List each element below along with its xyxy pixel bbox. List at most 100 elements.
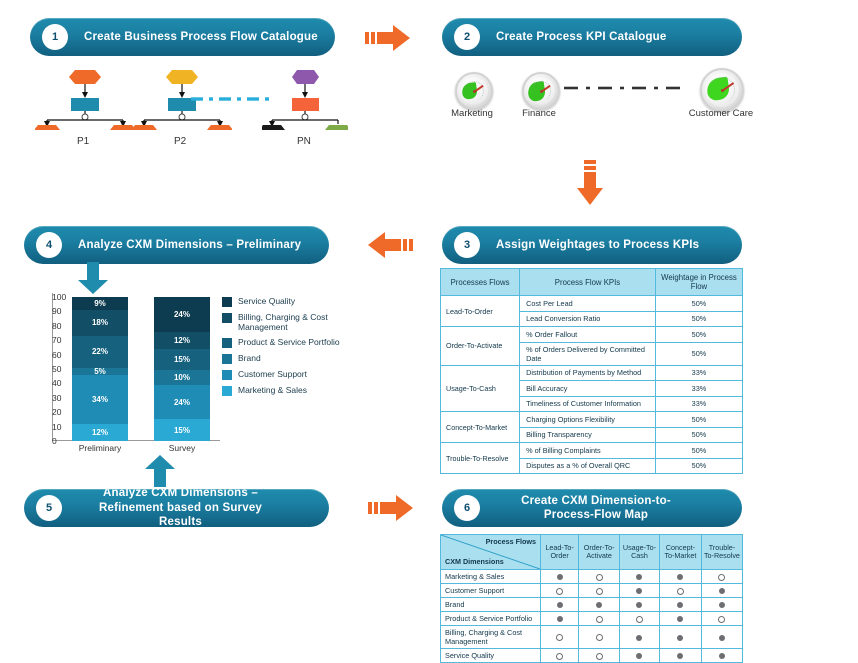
matrix-header-row: Process Flows CXM Dimensions Lead-To-Ord… [440,534,744,570]
kpi-name: Timeliness of Customer Information [519,395,656,412]
arrow-chart-to-step5-icon [145,455,175,487]
matrix-col-lead-to-order: Lead-To-Order [539,534,580,570]
legend-swatch-marketing-sales [222,386,232,397]
matrix-cell [578,625,621,649]
kpi-weight: 50% [654,341,744,366]
step-3-header[interactable]: 3 Assign Weightages to Process KPIs [442,226,742,264]
table-row: Lead-To-Order Cost Per Lead 50% [439,295,744,327]
kpi-name: % Order Fallout [519,326,656,343]
matrix-col-order-to-activate: Order-To-Activate [578,534,621,570]
kpi-name: % of Billing Complaints [519,442,656,459]
bar-segment-customer-support: 24% [154,384,210,420]
y-tick-label: 90 [52,306,62,317]
filled-dot-icon [718,602,725,609]
process-flow-p1-icon [35,70,135,130]
table-row: Service Quality [440,648,744,663]
legend-swatch-service-quality [222,297,232,307]
matrix-cell [658,625,702,649]
y-tick-label: 70 [52,335,62,346]
step-5-header[interactable]: 5 Analyze CXM Dimensions – Refinement ba… [24,487,329,528]
open-dot-icon [556,634,564,642]
matrix-cell [539,569,580,584]
kpi-name: Cost Per Lead [519,295,656,312]
legend-label: Marketing & Sales [238,385,307,396]
arrow-step5-to-step6-icon [368,495,413,521]
legend-label: Service Quality [238,296,296,306]
filled-dot-icon [677,602,684,609]
process-flow-pn-icon [262,70,348,130]
matrix-row-axis-label: CXM Dimensions [445,556,504,566]
gauge-icon-customer-care [700,68,744,112]
kpi-weight: 33% [654,380,744,397]
process-flow-pn-label: PN [297,136,311,147]
process-flow-p2-icon [132,70,232,130]
matrix-cell [700,625,744,649]
bar-segment-marketing-sales: 15% [154,419,210,441]
filled-dot-icon [556,574,563,581]
step-6-header[interactable]: 6 Create CXM Dimension-to-Process-Flow M… [442,489,742,527]
open-dot-icon [595,652,603,660]
filled-dot-icon [677,653,684,660]
filled-dot-icon [718,634,725,641]
matrix-cell [658,569,702,584]
matrix-col-trouble-to-resolve: Trouble-To-Resolve [700,534,744,570]
step-2-header[interactable]: 2 Create Process KPI Catalogue [442,18,742,56]
table-row: Usage-To-Cash Distribution of Payments b… [439,364,744,412]
bar-label-preliminary: Preliminary [78,443,122,453]
chart-legend: Service Quality Billing, Charging & Cost… [222,296,342,401]
table-header-row: Processes Flows Process Flow KPIs Weight… [439,268,744,296]
bar-segment-billing-charging: 18% [72,309,128,336]
matrix-corner-header: Process Flows CXM Dimensions [440,534,541,570]
matrix-cell [619,611,660,626]
legend-swatch-product-service-portfolio [222,338,232,349]
open-dot-icon [556,587,564,595]
table-row: Billing, Charging & Cost Management [440,625,744,649]
arrow-step2-to-step3-icon [577,160,603,205]
kpi-weight: 50% [654,326,744,343]
kpi-name: % of Orders Delivered by Committed Date [519,341,656,366]
step-1-header[interactable]: 1 Create Business Process Flow Catalogue [30,18,335,56]
legend-swatch-customer-support [222,370,232,381]
col-header-process-flow-kpis: Process Flow KPIs [519,268,656,296]
matrix-cell [658,648,702,663]
arrow-step3-to-step4-icon [368,232,413,258]
kpi-weightage-table: Processes Flows Process Flow KPIs Weight… [439,268,744,474]
group-usage-to-cash: Usage-To-Cash [439,364,521,412]
col-header-weightage: Weightage in Process Flow [654,268,744,296]
matrix-cell [658,597,702,612]
table-row: Concept-To-Market Charging Options Flexi… [439,411,744,443]
matrix-cell [700,569,744,584]
matrix-cell [658,583,702,598]
matrix-row-label: Customer Support [440,583,541,598]
matrix-cell [539,625,580,649]
bar-segment-brand: 10% [154,370,210,385]
group-order-to-activate: Order-To-Activate [439,326,521,366]
process-flow-p1-label: P1 [77,136,90,147]
matrix-cell [619,583,660,598]
bar-segment-marketing-sales: 12% [72,423,128,441]
table-row: Marketing & Sales [440,569,744,584]
open-dot-icon [635,615,643,623]
matrix-row-label: Product & Service Portfolio [440,611,541,626]
arrow-step1-to-step2-icon [365,25,410,51]
legend-item: Service Quality [222,296,342,307]
bar-segment-customer-support: 34% [72,374,128,424]
step-1-number: 1 [42,24,68,50]
step-4-title: Analyze CXM Dimensions – Preliminary [78,238,302,251]
bar-preliminary: 9% 18% 22% 5% 34% 12% [72,297,128,441]
matrix-cell [578,583,621,598]
table-row: % of Orders Delivered by Committed Date … [441,341,744,366]
matrix-cell [619,569,660,584]
matrix-cell [619,648,660,663]
filled-dot-icon [718,653,725,660]
kpi-weight: 50% [654,411,744,428]
open-dot-icon [595,615,603,623]
kpi-name: Charging Options Flexibility [519,411,656,428]
step-4-header[interactable]: 4 Analyze CXM Dimensions – Preliminary [24,226,329,264]
filled-dot-icon [596,602,603,609]
open-dot-icon [595,573,603,581]
kpi-weight: 33% [654,395,744,412]
matrix-cell [700,648,744,663]
kpi-weight: 50% [654,295,744,312]
legend-swatch-brand [222,354,232,365]
